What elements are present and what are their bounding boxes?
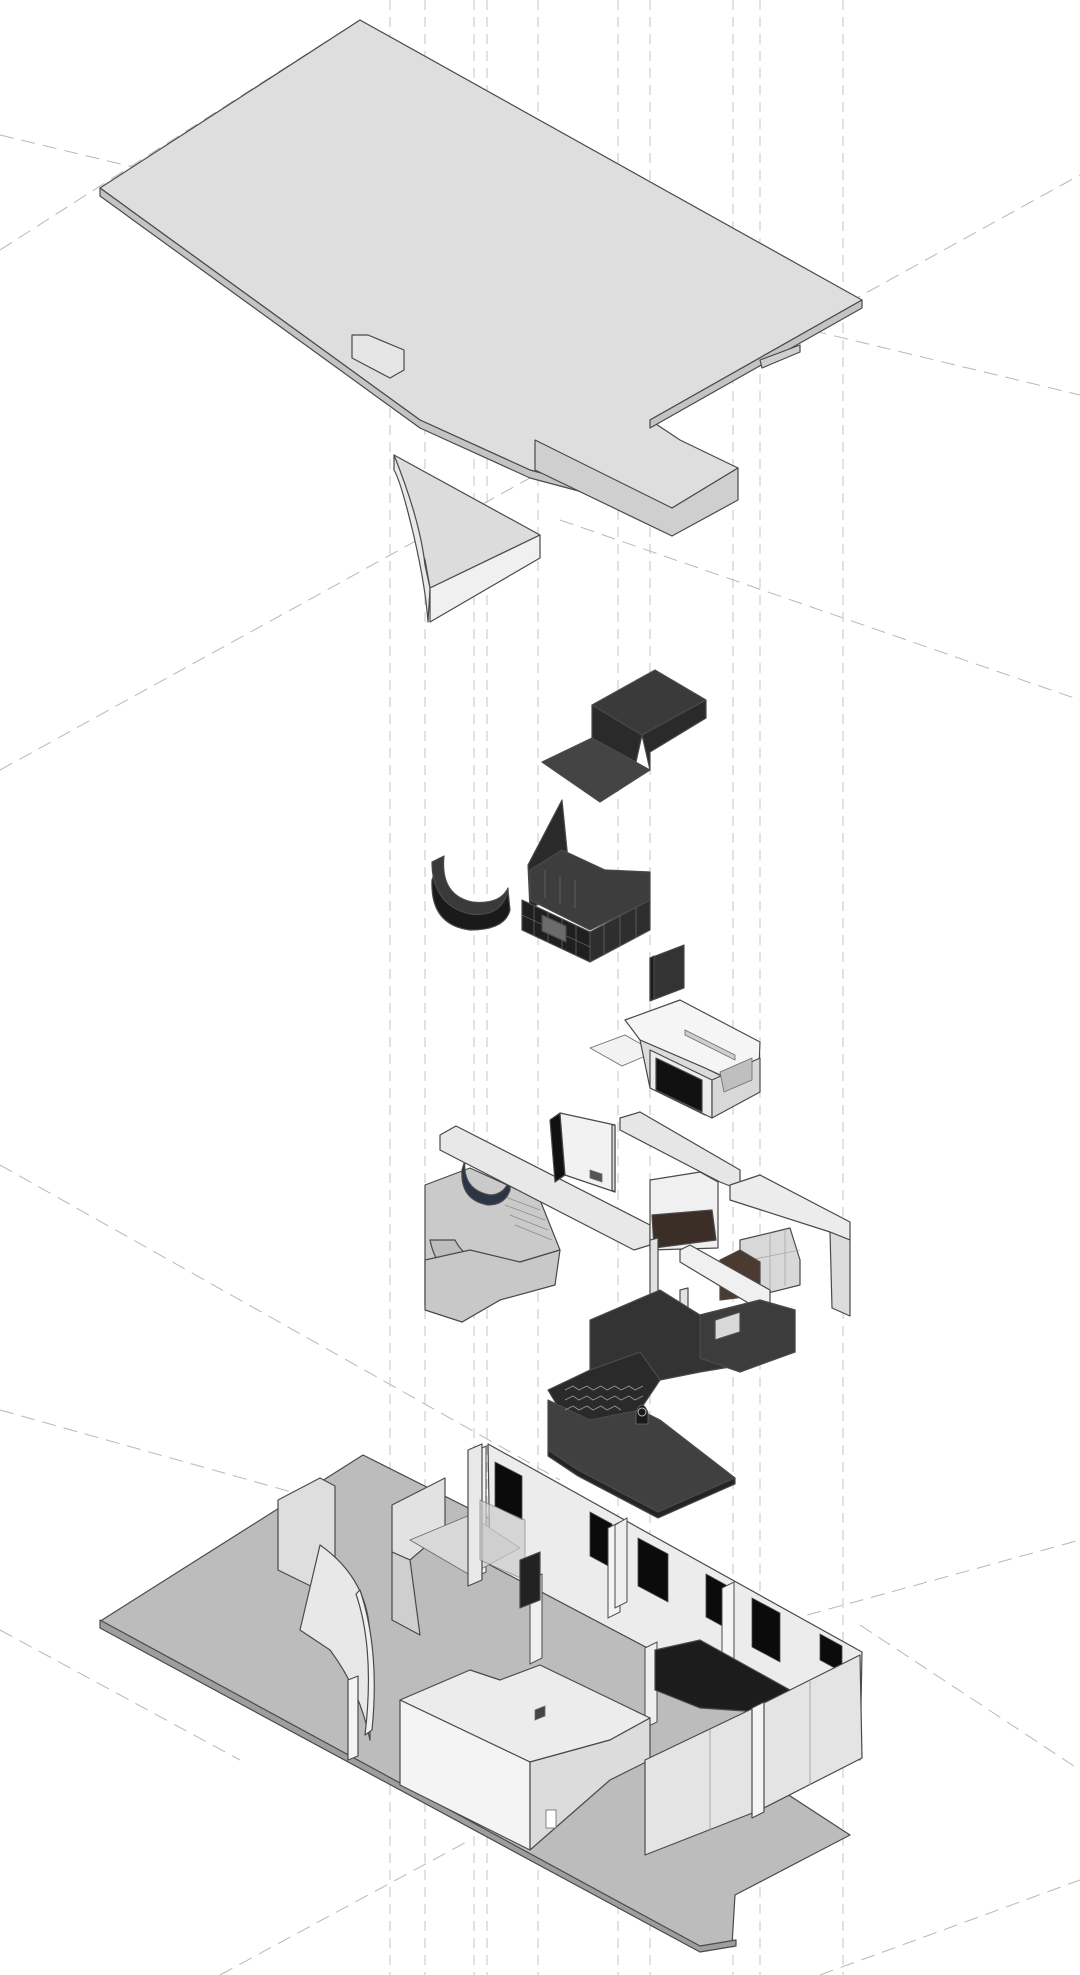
curved-canopy: [393, 454, 541, 623]
window: [751, 1597, 781, 1663]
guide-line: [859, 1624, 1080, 1771]
back-wall-windows: [494, 1461, 843, 1673]
canopy-curved-wall: [393, 454, 431, 623]
platform-right-room: [699, 1299, 796, 1373]
stair-lower-slab: [424, 1249, 561, 1323]
panel-edge: [649, 955, 655, 1002]
dark-stair-rail: [461, 1159, 511, 1206]
ground-floor-shell: [99, 1443, 863, 1953]
platform-floor-edge: [547, 1449, 736, 1519]
roof-right-edge: [649, 299, 863, 429]
guide-line: [559, 519, 1080, 701]
tall-curved-fin: [355, 1589, 375, 1736]
platform-fixture-icon: [637, 1407, 647, 1417]
interior-walls-and-stair: [424, 1111, 851, 1333]
roof-lower-wing-front: [534, 439, 739, 537]
roof-hanging-strip: [759, 344, 801, 369]
curved-dark-bench-top: [431, 855, 509, 916]
pillar: [644, 1641, 658, 1729]
curved-wall-pier: [347, 1675, 359, 1761]
loft-block-front: [641, 699, 707, 771]
ground-slab-edge: [99, 1619, 737, 1953]
small-dark-panel: [649, 944, 685, 1002]
right-end-pier: [829, 1231, 851, 1317]
guide-line: [819, 1879, 1080, 1975]
guide-line: [0, 1629, 241, 1761]
dark-loft-platform: [541, 669, 707, 803]
pillar: [614, 1517, 628, 1609]
panel-face: [649, 944, 685, 1002]
room-side-slot: [719, 1057, 753, 1093]
reception-door-icon: [545, 1809, 557, 1829]
guide-line: [219, 1839, 471, 1975]
dark-shelving-enclosure: [431, 799, 651, 963]
doorway-frame: [519, 1551, 541, 1609]
light-room-box: [589, 999, 761, 1119]
canopy-front-face: [429, 534, 541, 623]
stair-core-front: [391, 1551, 421, 1636]
kiosk-right: [611, 1124, 616, 1193]
platform-pattern-strip: [564, 1385, 644, 1411]
front-wall-pier: [751, 1701, 765, 1819]
dark-floor-panel: [651, 1209, 717, 1249]
stair-core-frame: [467, 1443, 483, 1587]
roof-hanging-beam: [351, 334, 405, 379]
dark-floor-platform: [547, 1289, 796, 1519]
loft-side-wall: [591, 704, 643, 763]
kiosk-panel: [589, 1169, 603, 1183]
platform-small-room-window: [714, 1311, 741, 1341]
guide-line: [0, 1409, 481, 1546]
shelving-lit-panel: [541, 914, 567, 943]
room-wall-slot: [684, 1029, 736, 1061]
roof-slab: [99, 19, 863, 537]
kiosk-front: [559, 1112, 616, 1193]
guide-line: [0, 1164, 561, 1481]
roof-top-face: [99, 19, 863, 509]
room-dark-opening: [655, 1057, 703, 1113]
reception-screen: [534, 1705, 546, 1721]
window: [637, 1537, 669, 1603]
left-curved-wall: [299, 1544, 371, 1741]
